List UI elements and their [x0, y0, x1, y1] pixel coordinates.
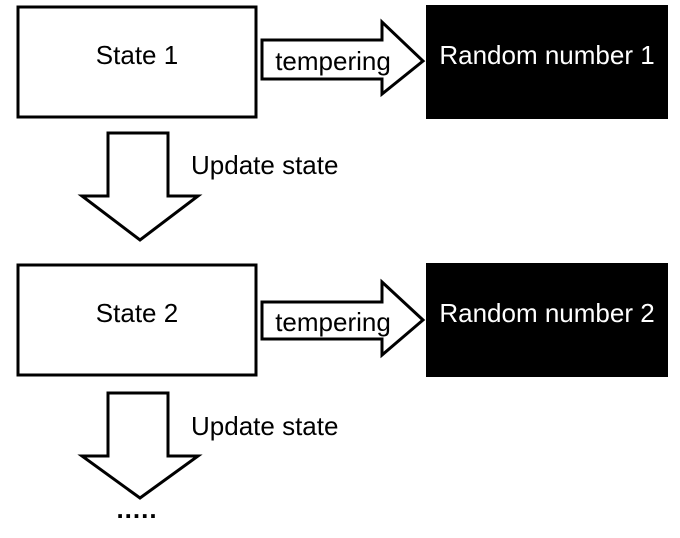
random-number-1-label: Random number 1 — [439, 40, 654, 70]
random-number-1-box — [426, 5, 668, 119]
state-1-label: State 1 — [96, 40, 178, 70]
tempering-label-2: tempering — [275, 307, 391, 337]
tempering-arrow-1 — [260, 18, 426, 98]
update-state-label-1: Update state — [191, 150, 338, 180]
update-arrow-2 — [77, 391, 203, 500]
update-step-2: Update state — [77, 391, 338, 500]
step-row-2: State 2 tempering Random number 2 — [16, 263, 668, 377]
update-state-label-2: Update state — [191, 411, 338, 441]
state-2-label: State 2 — [96, 298, 178, 328]
random-number-2-box — [426, 263, 668, 377]
tempering-arrow-2 — [260, 278, 426, 359]
tempering-label-1: tempering — [275, 46, 391, 76]
continuation-dots: ..... — [116, 494, 157, 524]
random-number-2-label: Random number 2 — [439, 298, 654, 328]
state-2-box — [16, 263, 258, 377]
step-row-1: State 1 tempering Random number 1 — [16, 5, 668, 119]
update-arrow-1 — [77, 131, 203, 242]
state-1-box — [16, 5, 258, 119]
update-step-1: Update state — [77, 131, 338, 242]
